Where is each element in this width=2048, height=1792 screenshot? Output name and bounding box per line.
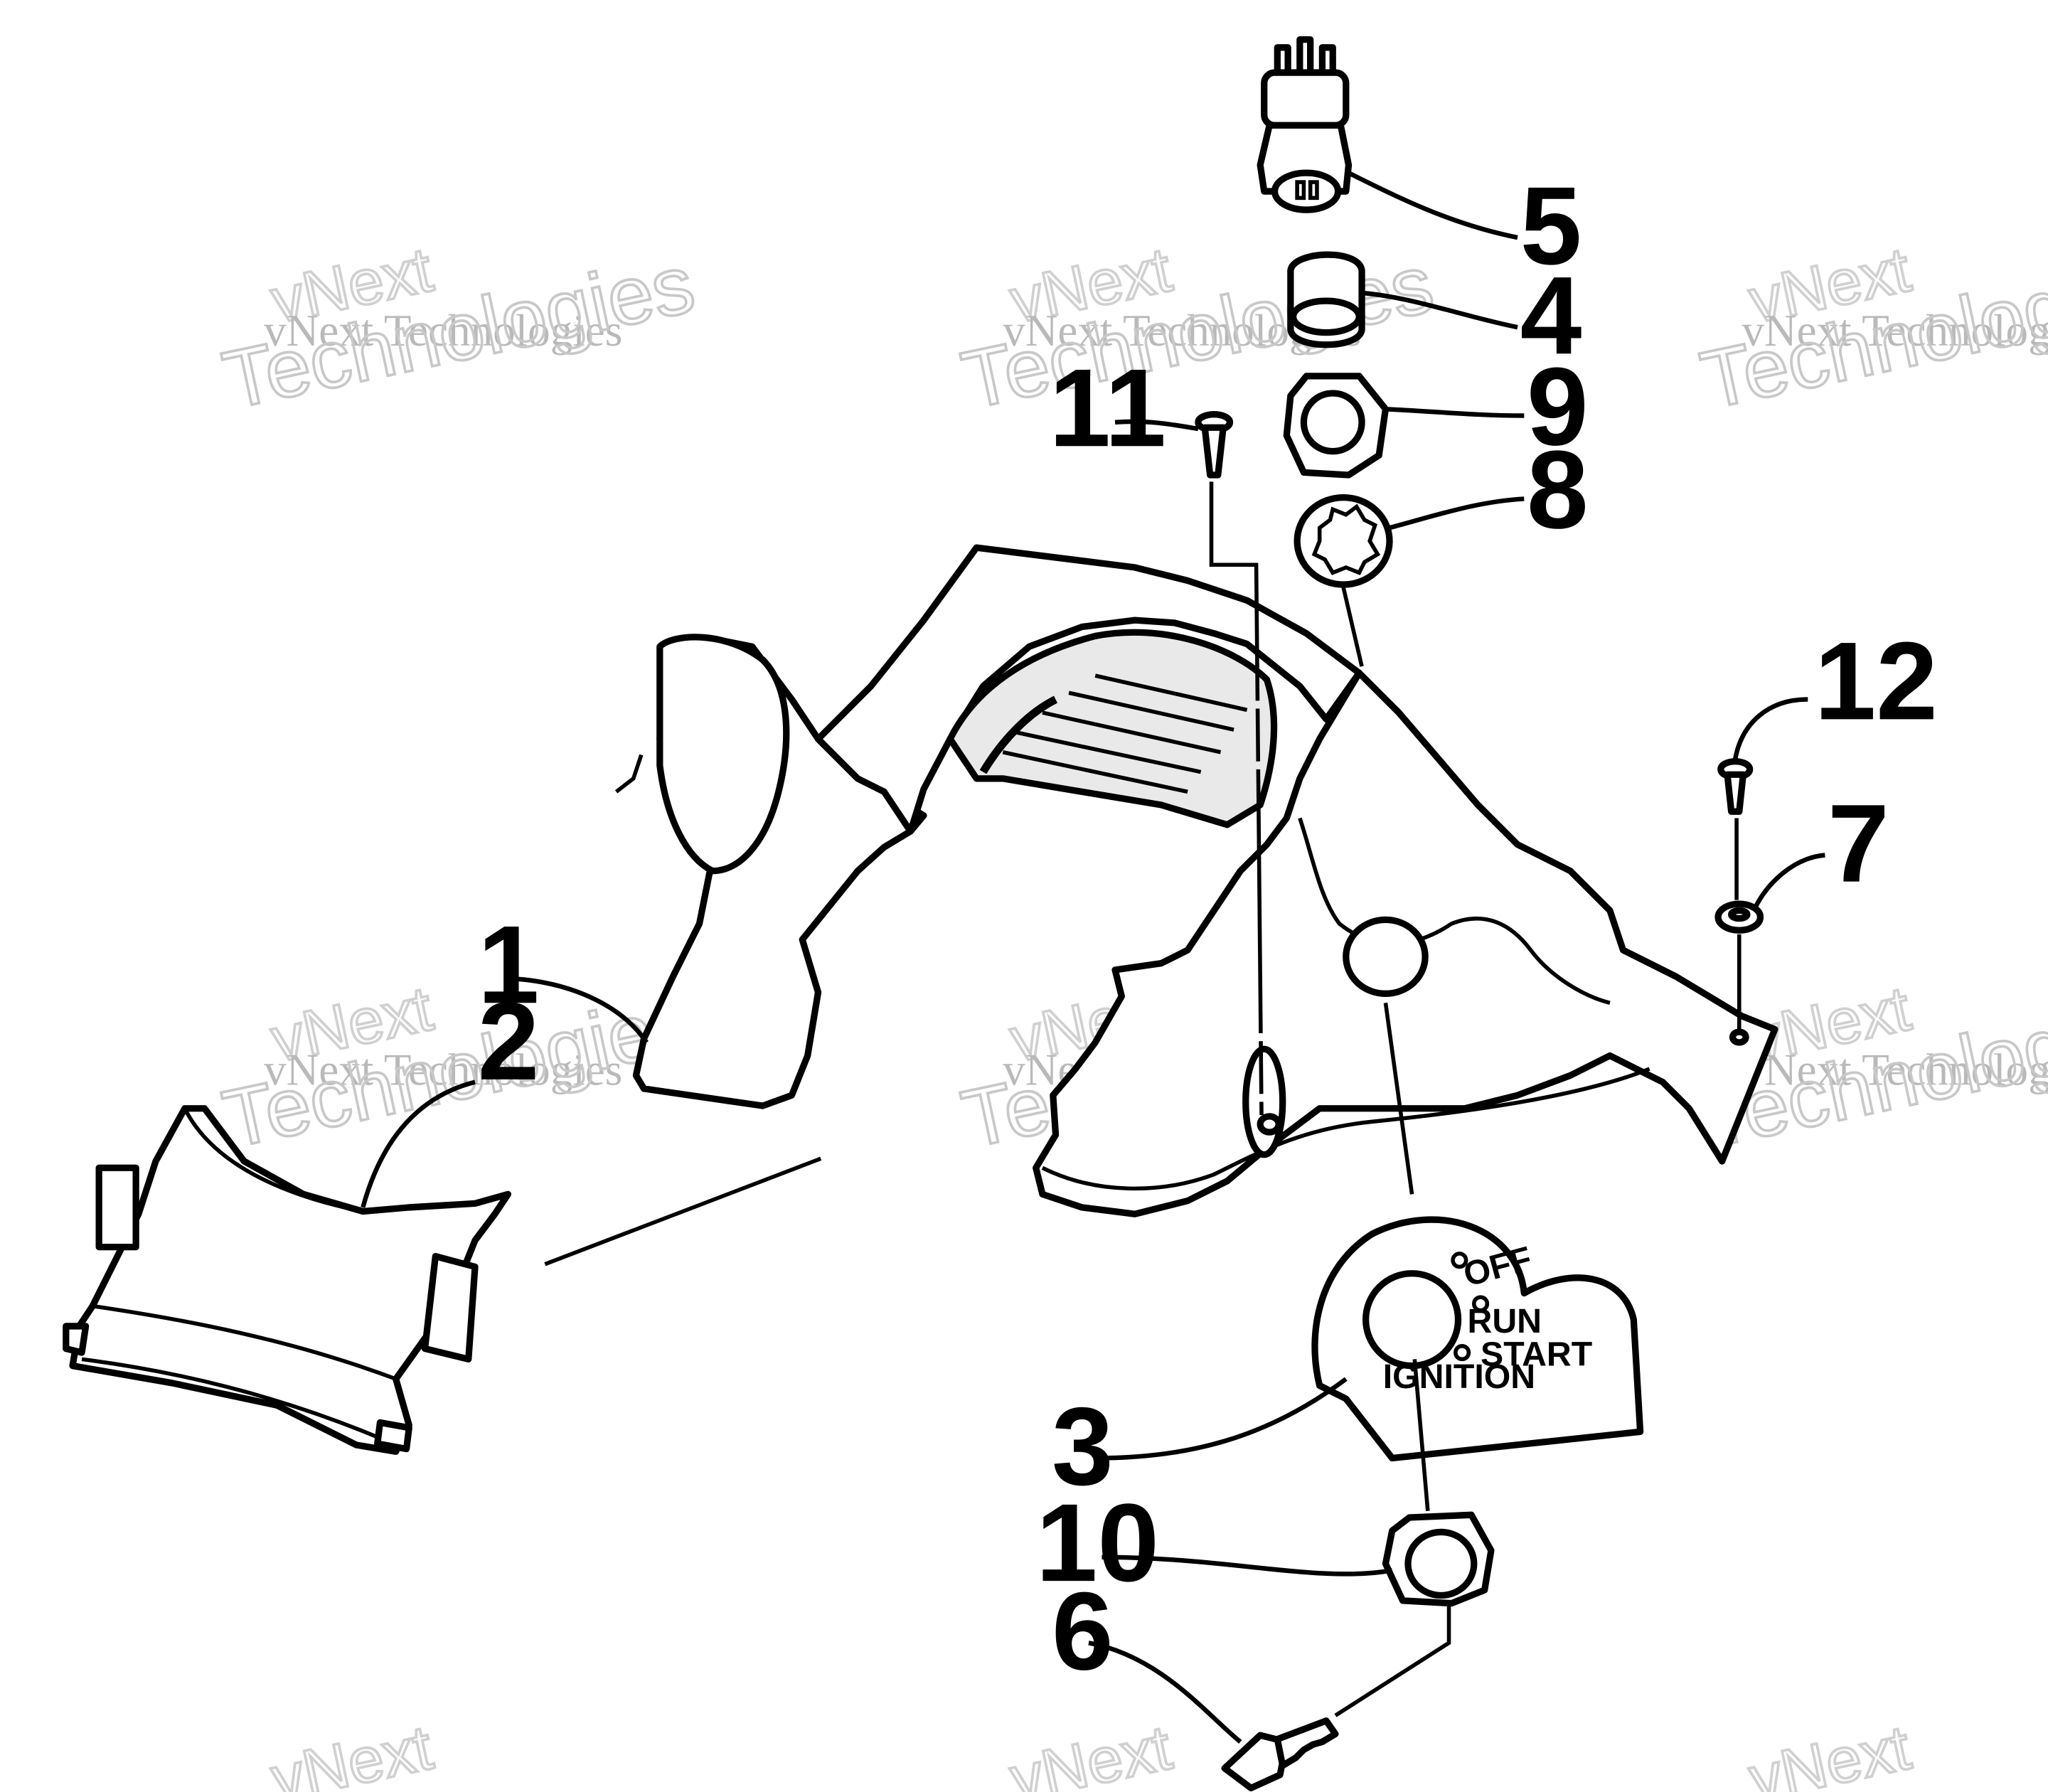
svg-text:8: 8 (1527, 428, 1589, 552)
callout-5: 5 (1345, 164, 1582, 288)
callout-2: 2 (361, 980, 540, 1208)
svg-text:11: 11 (1049, 346, 1166, 470)
svg-text:4: 4 (1520, 254, 1582, 378)
lower-cover-panel (63, 1105, 512, 1455)
assembly-line-screw (1209, 481, 1264, 1116)
svg-text:1: 1 (478, 903, 540, 1027)
ignition-position-start: START (1481, 1335, 1592, 1374)
svg-text:vNext Technologies: vNext Technologies (264, 306, 622, 356)
ignition-key (1221, 1717, 1339, 1792)
svg-text:vNext Technologies: vNext Technologies (1742, 1045, 2048, 1094)
screw-upper (1195, 411, 1234, 479)
svg-text:5: 5 (1520, 164, 1582, 288)
svg-text:3: 3 (1052, 1385, 1114, 1509)
svg-text:7: 7 (1828, 782, 1889, 906)
callout-1: 1 (478, 903, 649, 1044)
svg-text:vNext: vNext (265, 1711, 439, 1792)
callout-4: 4 (1361, 254, 1582, 378)
svg-text:6: 6 (1052, 1569, 1114, 1693)
callout-8: 8 (1389, 428, 1589, 552)
assembly-line-key (1334, 1603, 1451, 1717)
watermark-bottom-row: vNext vNext vNext (264, 1710, 1918, 1792)
hex-nut-lower (1382, 1511, 1495, 1607)
callout-11: 11 (1049, 346, 1199, 470)
callout-3: 3 (1052, 1377, 1348, 1509)
hex-nut-upper (1283, 373, 1390, 479)
assembly-line-cover (544, 1156, 822, 1266)
assembly-line-switch (1341, 587, 1364, 667)
ignition-plate-label: IGNITION (1383, 1358, 1535, 1396)
callout-7: 7 (1753, 782, 1889, 910)
svg-text:10: 10 (1036, 1481, 1159, 1605)
svg-text:vNext: vNext (1004, 1711, 1178, 1792)
lock-washer (1294, 494, 1393, 588)
callout-6: 6 (1052, 1569, 1242, 1744)
callout-12: 12 (1733, 619, 1938, 759)
assembly-line-right (1734, 818, 1742, 1030)
svg-text:9: 9 (1527, 345, 1589, 469)
svg-text:2: 2 (478, 980, 540, 1104)
bushing (1287, 251, 1365, 348)
screw-right (1717, 758, 1754, 815)
watermark-top-left: vNext vNext Technologies Technologies (214, 232, 703, 427)
watermark-top-right: vNext vNext Technologies Technologies (1692, 232, 2048, 427)
svg-text:12: 12 (1815, 619, 1938, 743)
watermark-mid-left: vNext vNext Technologies Technologies (214, 971, 703, 1166)
assembly-line-ignition (1383, 1002, 1430, 1511)
ignition-plate: OFF RUN START IGNITION (1311, 1216, 1644, 1462)
svg-text:vNext Technologies: vNext Technologies (264, 1045, 622, 1094)
callout-9: 9 (1385, 345, 1589, 469)
handlebar-pod-housing (614, 544, 1778, 1217)
switch-connector (1257, 36, 1353, 213)
ignition-position-run: RUN (1468, 1302, 1542, 1340)
svg-text:vNext: vNext (1743, 1711, 1916, 1792)
flat-washer (1714, 900, 1764, 934)
callout-10: 10 (1036, 1481, 1393, 1605)
svg-text:vNext Technologies: vNext Technologies (1742, 306, 2048, 356)
